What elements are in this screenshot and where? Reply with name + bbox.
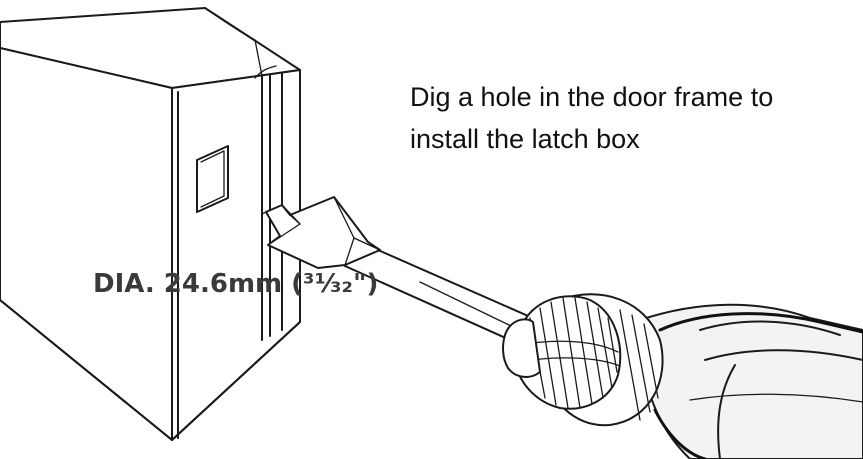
door-frame-illustration bbox=[0, 7, 301, 441]
spade-bit-illustration bbox=[265, 196, 561, 349]
instruction-text: Dig a hole in the door frame to install … bbox=[410, 76, 850, 160]
instruction-line-1: Dig a hole in the door frame to bbox=[410, 82, 774, 112]
instruction-line-2: install the latch box bbox=[410, 124, 640, 154]
dimension-label: DIA. 24.6mm (³¹⁄₃₂") bbox=[93, 269, 379, 299]
power-drill-illustration bbox=[502, 293, 863, 459]
